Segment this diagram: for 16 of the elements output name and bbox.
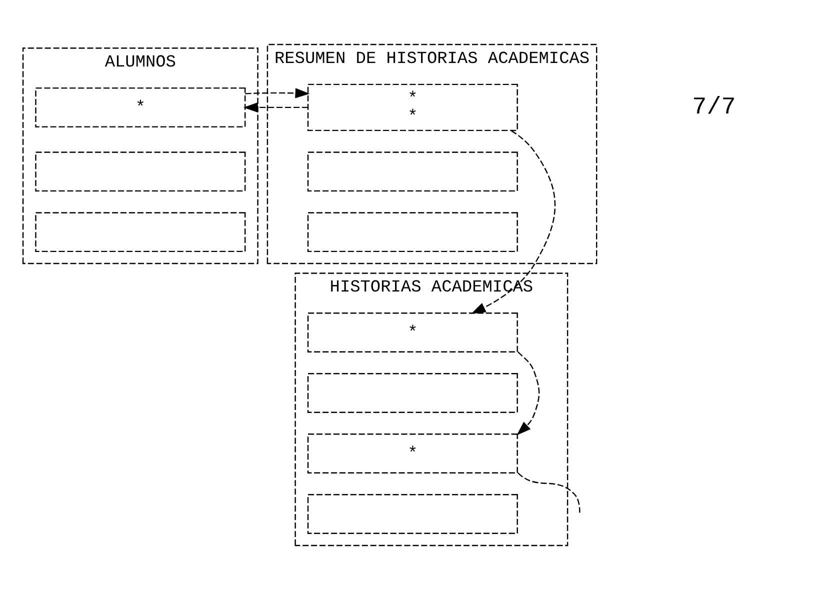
node-box: * <box>307 312 518 352</box>
node-box: * <box>307 434 518 474</box>
node-box <box>307 373 518 413</box>
connector <box>518 472 580 513</box>
node-box <box>307 152 518 192</box>
arrow <box>471 130 556 314</box>
arrow <box>516 351 540 436</box>
node-box <box>307 494 518 534</box>
arrow <box>243 102 308 113</box>
node-box: * * <box>307 84 518 132</box>
node-box: * <box>35 87 246 128</box>
node-box <box>35 212 246 252</box>
arrow <box>245 88 310 98</box>
label: 7/7 <box>692 94 736 122</box>
node-box <box>35 152 246 192</box>
node-box <box>307 212 518 252</box>
